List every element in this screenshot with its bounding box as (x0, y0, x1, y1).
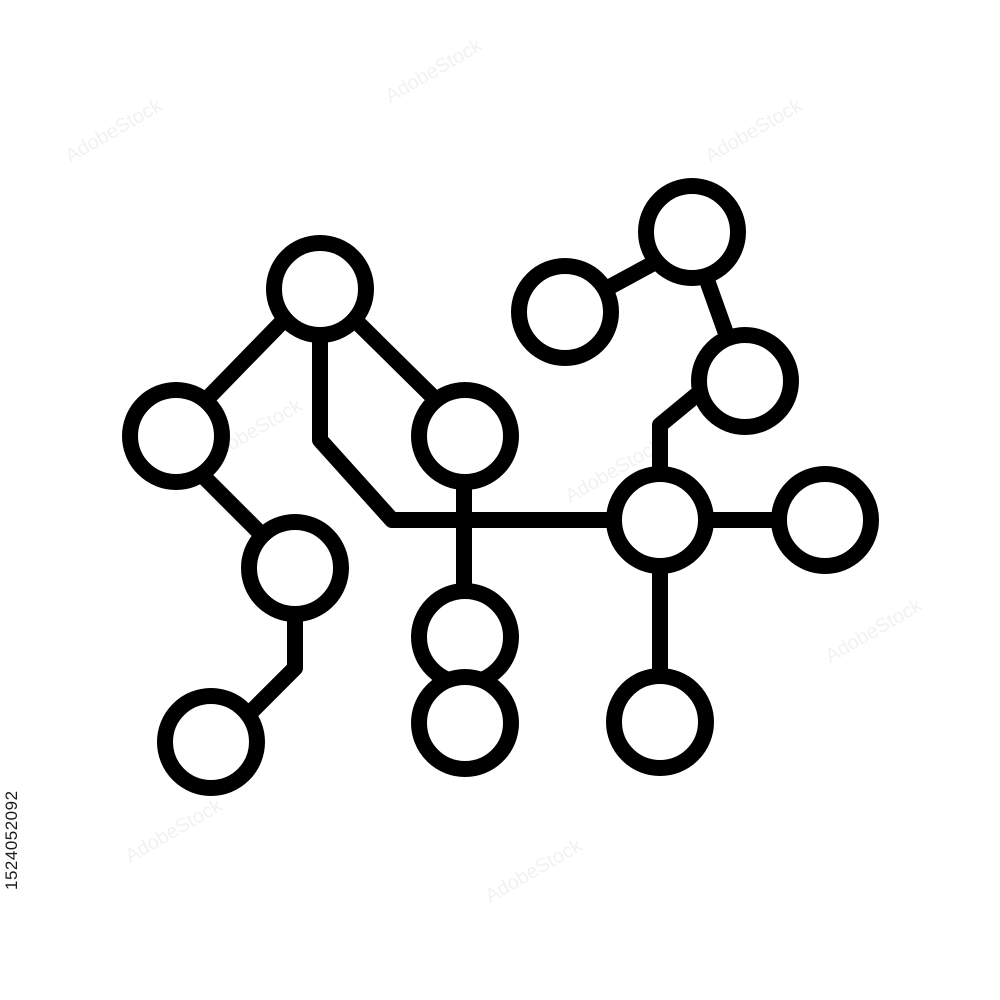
stock-id-label: 1524052092 (2, 790, 21, 890)
node-circle (411, 669, 519, 777)
node-circle (241, 514, 349, 622)
node-circle (266, 235, 374, 343)
node-circle (606, 668, 714, 776)
connector-line (312, 330, 628, 528)
node-circle (771, 466, 879, 574)
connector-line (194, 467, 268, 541)
node-circle (157, 688, 265, 796)
node-circle (411, 382, 519, 490)
connector-line (198, 314, 290, 408)
connector-line (349, 314, 440, 404)
connector-line (652, 384, 708, 480)
connector-line (700, 275, 736, 347)
node-circle (511, 258, 619, 366)
node-circle (122, 382, 230, 490)
node-circle (638, 178, 746, 286)
connector-line (238, 612, 303, 725)
node-circle (606, 466, 714, 574)
node-circle (691, 327, 799, 435)
